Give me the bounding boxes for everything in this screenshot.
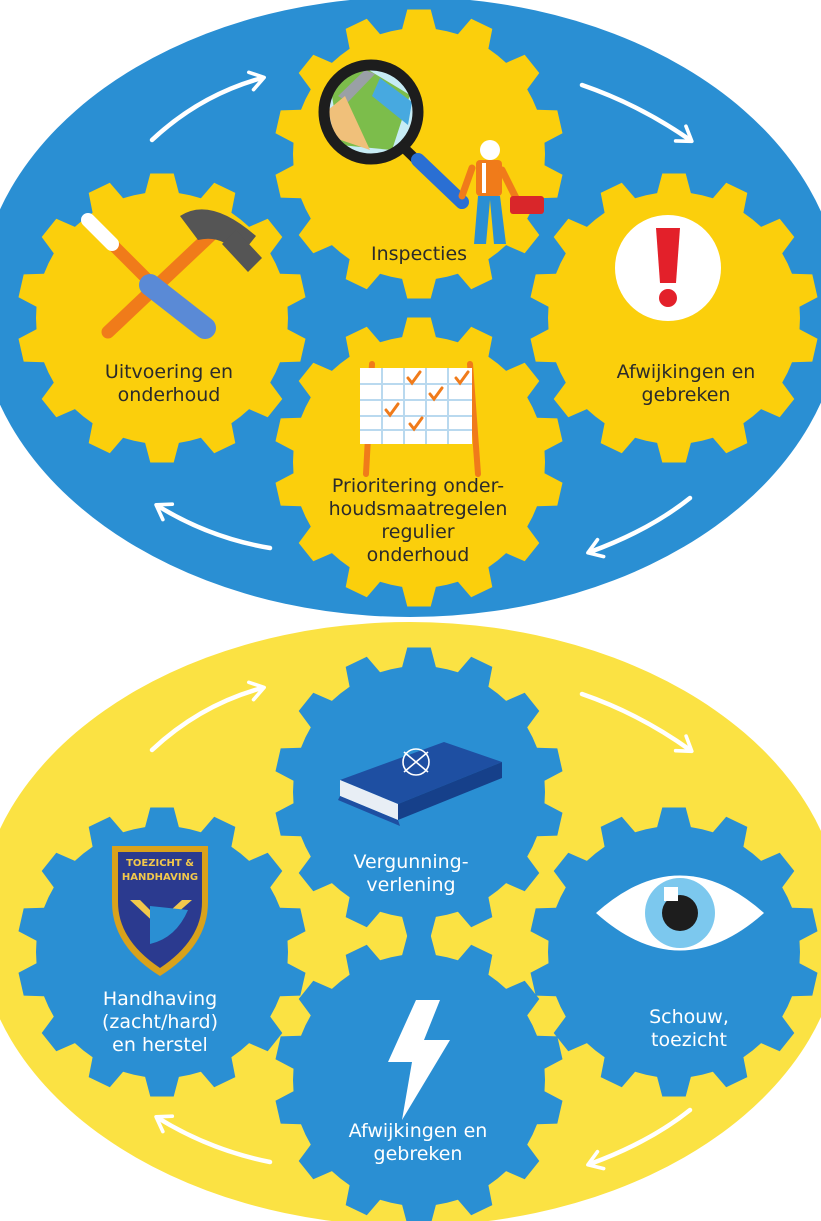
top-arrow-left-down [154, 502, 273, 551]
top-arrow-left-up [149, 70, 266, 143]
shield-badge-icon: TOEZICHT & HANDHAVING [112, 846, 208, 976]
tools-icon [81, 209, 262, 339]
top-arrow-right-up [586, 495, 693, 559]
planning-board-icon [360, 361, 481, 477]
top-cycle-background [0, 0, 821, 617]
gear-schouw [530, 807, 818, 1097]
svg-text:HANDHAVING: HANDHAVING [122, 872, 198, 883]
bottom-cycle: TOEZICHT & HANDHAVING Vergunning-verleni… [0, 622, 821, 1221]
bottom-arrow-right-down [579, 691, 694, 754]
label-handhaving: Handhaving(zacht/hard)en herstel [102, 988, 218, 1056]
label-schouw: Schouw,toezicht [649, 1006, 729, 1051]
magnifier-worker-icon [318, 59, 544, 244]
svg-text:TOEZICHT &: TOEZICHT & [126, 858, 194, 869]
bottom-arrow-right-up [586, 1107, 693, 1171]
label-inspecties: Inspecties [371, 243, 467, 265]
bottom-arrow-left-up [149, 680, 266, 753]
law-book-icon [338, 742, 502, 826]
label-vergunning: Vergunning-verlening [353, 851, 468, 896]
gear-prioritering [275, 317, 563, 607]
eye-icon [596, 875, 764, 951]
bottom-arrow-left-down [154, 1114, 273, 1165]
lightning-icon [388, 1000, 450, 1120]
exclamation-icon [615, 215, 721, 321]
top-arrow-right-down [579, 82, 694, 144]
